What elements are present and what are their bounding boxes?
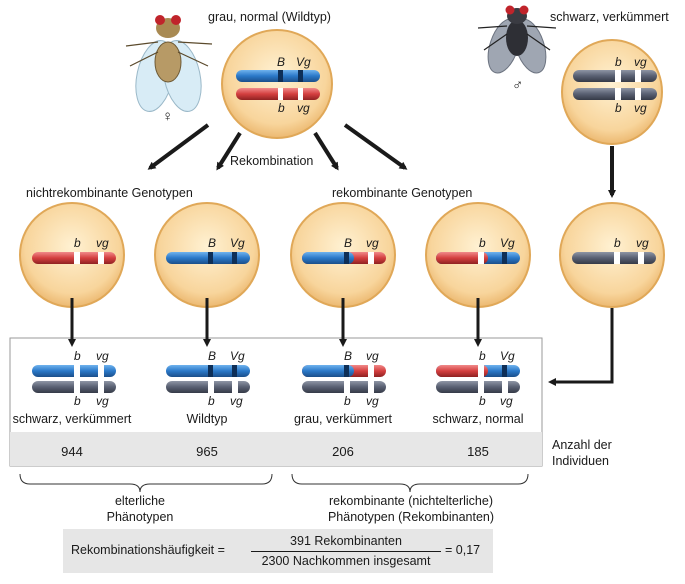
female-bottom-gene-1: b <box>278 101 285 115</box>
male-label: schwarz, verkümmert <box>550 10 669 24</box>
recombination-formula: Rekombinationshäufigkeit = 391 Rekombina… <box>63 529 493 573</box>
count-4: 185 <box>467 444 489 459</box>
chromosome-female-top <box>236 70 320 82</box>
female-label: grau, normal (Wildtyp) <box>208 10 331 24</box>
offspring-1-top-gene-1: b <box>74 349 81 363</box>
bracket-recombinant <box>291 473 529 493</box>
female-top-gene-1: B <box>277 55 286 69</box>
chromosome-male-top <box>573 70 657 82</box>
male-bottom-gene-2: vg <box>634 101 647 115</box>
female-bottom-gene-2: vg <box>297 101 310 115</box>
phenotype-3: grau, verkümmert <box>294 412 392 426</box>
offspring-1-chromosomes <box>32 365 116 393</box>
offspring-2-bottom-gene-2: vg <box>230 394 243 408</box>
count-1: 944 <box>61 444 83 459</box>
group-recombinant: rekombinante Genotypen <box>332 186 473 200</box>
offspring-2-chromosomes <box>166 365 250 393</box>
gamete-chromosome-3 <box>302 252 386 264</box>
gamete-chromosome-4 <box>436 252 520 264</box>
offspring-4-top-gene-1: b <box>479 349 486 363</box>
gamete-chromosome-1 <box>32 252 116 264</box>
gamete-2-gene-1: B <box>208 236 217 250</box>
female-top-gene-2: Vg <box>296 55 311 69</box>
gamete-male-gene-2: vg <box>636 236 649 250</box>
offspring-2-top-gene-2: Vg <box>230 349 245 363</box>
chromosome-male-bottom <box>573 88 657 100</box>
phenotype-1: schwarz, verkümmert <box>12 412 132 426</box>
offspring-4-bottom-gene-1: b <box>479 394 486 408</box>
gamete-4-gene-1: b <box>479 236 486 250</box>
male-bottom-gene-1: b <box>615 101 622 115</box>
gamete-3-gene-2: vg <box>366 236 379 250</box>
female-cell <box>221 29 333 139</box>
offspring-4-chromosomes <box>436 365 520 393</box>
offspring-4-bottom-gene-2: vg <box>500 394 513 408</box>
offspring-3-chromosomes <box>302 365 386 393</box>
offspring-3-top-gene-2: vg <box>366 349 379 363</box>
gamete-4-gene-2: Vg <box>500 236 515 250</box>
offspring-4-top-gene-2: Vg <box>500 349 515 363</box>
arrows-fertilization <box>68 298 482 347</box>
gamete-chromosome-2 <box>166 252 250 264</box>
male-symbol: ♂ <box>512 77 524 94</box>
count-2: 965 <box>196 444 218 459</box>
offspring-3-bottom-gene-2: vg <box>366 394 379 408</box>
offspring-3-top-gene-1: B <box>344 349 353 363</box>
group-nonrecombinant: nichtrekombinante Genotypen <box>26 186 193 200</box>
male-top-gene-1: b <box>615 55 622 69</box>
count-row-bg <box>10 432 542 466</box>
fraction-bar <box>251 551 441 552</box>
formula-denominator: 2300 Nachkommen insgesamt <box>261 554 431 568</box>
chromosome-female-bottom <box>236 88 320 100</box>
count-label: Anzahl der Individuen <box>552 438 612 468</box>
male-fly-icon <box>477 5 557 74</box>
gamete-1-gene-1: b <box>74 236 81 250</box>
female-symbol: ♀ <box>162 108 174 125</box>
gamete-3-gene-1: B <box>344 236 353 250</box>
phenotype-2: Wildtyp <box>186 412 228 426</box>
female-fly-icon <box>125 15 213 112</box>
offspring-1-bottom-gene-1: b <box>74 394 81 408</box>
formula-result: = 0,17 <box>445 543 481 557</box>
count-3: 206 <box>332 444 354 459</box>
formula-numerator: 391 Rekombinanten <box>290 534 402 548</box>
gamete-1-gene-2: vg <box>96 236 109 250</box>
gamete-male-gene-1: b <box>614 236 621 250</box>
bracket-label-parental: elterliche Phänotypen <box>106 494 174 524</box>
offspring-2-bottom-gene-1: b <box>208 394 215 408</box>
offspring-1-top-gene-2: vg <box>96 349 109 363</box>
phenotype-4: schwarz, normal <box>432 412 524 426</box>
bracket-parental <box>19 473 273 493</box>
offspring-3-bottom-gene-1: b <box>344 394 351 408</box>
formula-lhs: Rekombinationshäufigkeit = <box>71 543 225 557</box>
bracket-label-recombinant: rekombinante (nichtelterliche) Phänotype… <box>327 494 495 524</box>
gamete-chromosome-male <box>572 252 656 264</box>
arrows-recombination <box>147 123 408 171</box>
gamete-2-gene-2: Vg <box>230 236 245 250</box>
offspring-2-top-gene-1: B <box>208 349 217 363</box>
recombination-label: Rekombination <box>230 154 314 168</box>
male-top-gene-2: vg <box>634 55 647 69</box>
arrow-male-to-offspring <box>548 308 614 386</box>
offspring-1-bottom-gene-2: vg <box>96 394 109 408</box>
